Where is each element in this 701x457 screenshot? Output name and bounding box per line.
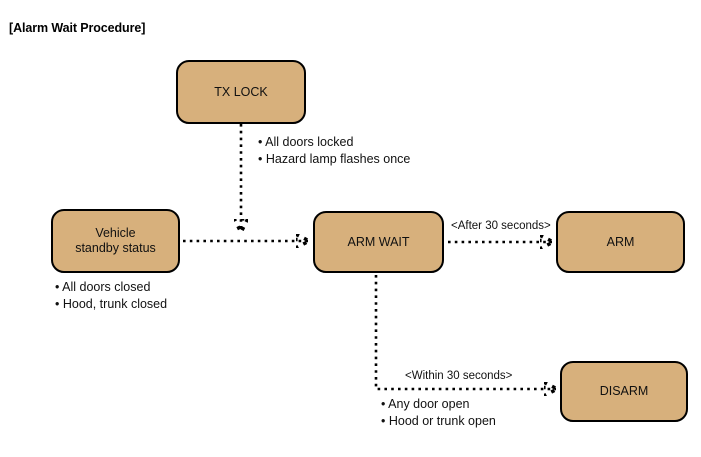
node-disarm[interactable]: DISARM [560, 361, 688, 422]
edge-label-after-30-seconds: <After 30 seconds> [451, 220, 551, 232]
node-vehicle-standby[interactable]: Vehicle standby status [51, 209, 180, 273]
node-vehicle-standby-label: Vehicle standby status [75, 226, 156, 255]
edge-label-within-30-seconds: <Within 30 seconds> [405, 370, 513, 382]
node-arm-wait-label: ARM WAIT [347, 234, 410, 249]
note-vehicle-standby-conditions: • All doors closed • Hood, trunk closed [55, 280, 168, 311]
node-arm[interactable]: ARM [556, 211, 685, 273]
note-disarm-conditions: • Any door open • Hood or trunk open [381, 397, 496, 428]
node-tx-lock-label: TX LOCK [214, 84, 268, 99]
diagram-title: [Alarm Wait Procedure] [9, 21, 146, 35]
node-disarm-label: DISARM [599, 384, 649, 398]
node-tx-lock[interactable]: TX LOCK [176, 60, 306, 124]
node-arm-wait[interactable]: ARM WAIT [313, 211, 444, 273]
node-arm-label: ARM [606, 234, 635, 249]
note-tx-lock-conditions: • All doors locked • Hazard lamp flashes… [258, 135, 411, 166]
